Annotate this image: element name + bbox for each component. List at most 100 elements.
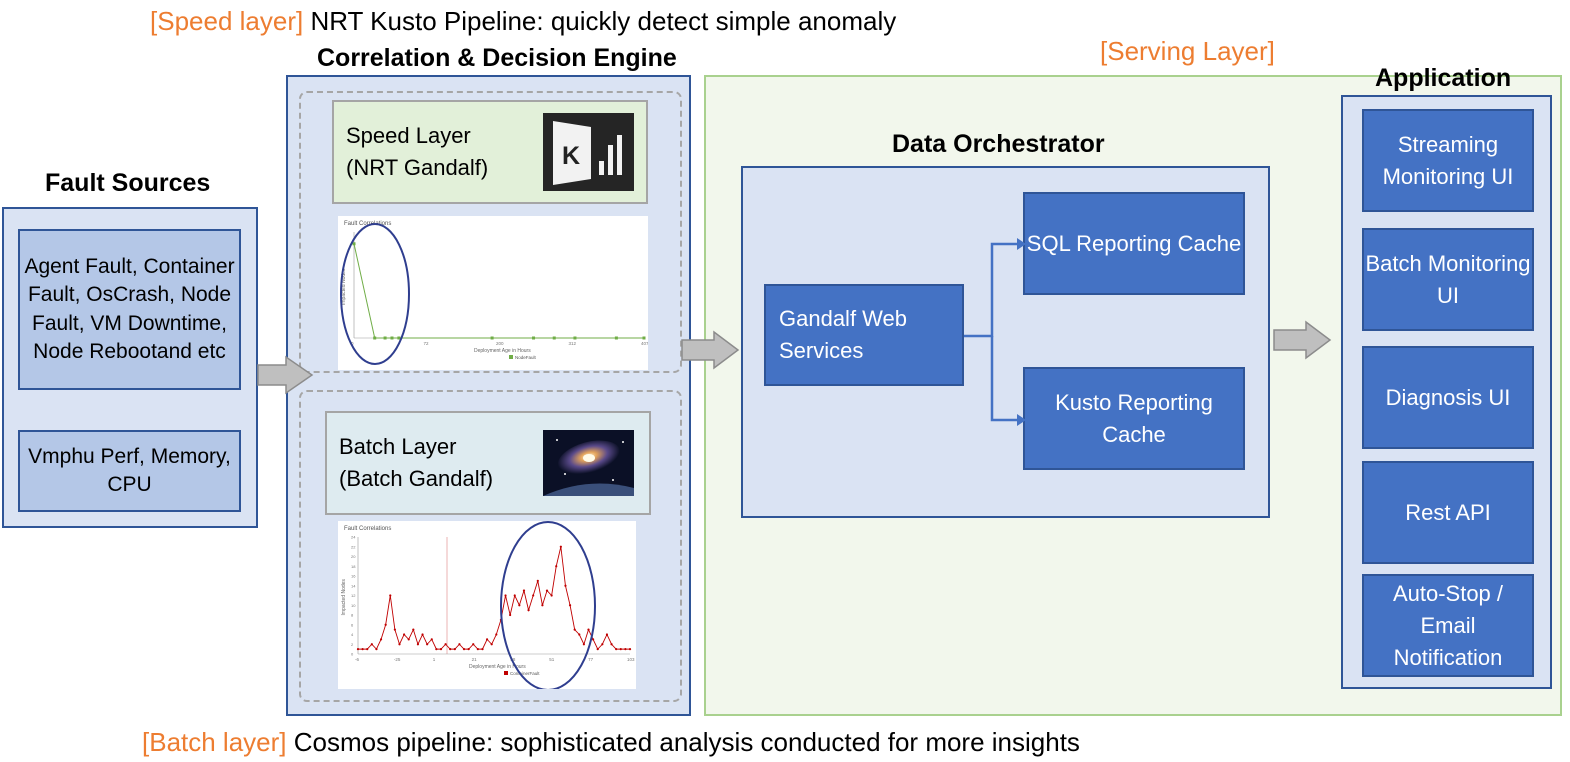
data-point [485,638,489,641]
data-point [472,643,475,646]
perf-metrics-box: Vmphu Perf, Memory, CPU [18,430,241,512]
batch-monitoring-ui-label: Batch Monitoring UI [1365,250,1531,308]
y-tick-label: 8 [351,613,354,618]
data-point [615,648,618,651]
x-tick-label: -25 [394,657,401,662]
data-point [397,336,401,340]
data-point [614,336,618,340]
arrow-engine-to-orchestrator [681,330,740,370]
arrow-orchestrator-to-application [1273,320,1332,360]
data-point [568,604,572,607]
batch-monitoring-ui[interactable]: Batch Monitoring UI [1362,228,1534,331]
kusto-reporting-cache: Kusto Reporting Cache [1023,367,1245,470]
data-point [532,594,535,597]
arrow-sources-to-engine [257,355,314,395]
speed-layer-tag: [Speed layer] [150,6,304,36]
gandalf-web-services: Gandalf Web Services [764,284,964,386]
fault-types-text: Agent Fault, Container Fault, OsCrash, N… [24,254,235,364]
data-point [375,648,378,651]
data-point [444,643,447,646]
data-point [518,604,521,607]
data-point [361,648,364,651]
data-point [481,648,484,651]
data-point [366,648,369,651]
data-point [430,638,433,641]
x-tick-label: 103 [627,657,635,662]
fault-sources-title: Fault Sources [45,169,211,197]
streaming-monitoring-ui[interactable]: Streaming Monitoring UI [1362,109,1534,212]
serving-layer-tag: [Serving Layer] [1100,36,1275,66]
highlight-ellipse [500,521,596,691]
speed-layer-subname: (NRT Gandalf) [346,155,489,180]
data-point [435,648,438,651]
y-tick-label: 0 [351,652,354,657]
batch-layer-tag: [Batch layer] [142,727,287,757]
streaming-monitoring-ui-label: Streaming Monitoring UI [1382,131,1514,189]
speed-layer-description: NRT Kusto Pipeline: quickly detect simpl… [310,6,897,36]
batch-layer-group [299,390,682,702]
data-point [421,633,424,636]
x-tick-label: 21 [472,657,478,662]
data-point [619,648,622,651]
data-point [393,628,396,631]
svg-text:K: K [562,142,580,170]
x-axis-label: Deployment Age in Hours [474,348,531,354]
auto-stop-email-notification[interactable]: Auto-Stop / Email Notification [1362,574,1534,677]
y-tick-label: 4 [351,632,354,637]
data-point [545,589,549,592]
data-point [564,584,567,587]
fault-types-box: Agent Fault, Container Fault, OsCrash, N… [18,229,241,390]
data-point [352,242,356,246]
data-point [453,648,456,651]
highlight-ellipse [340,223,410,365]
x-tick-label: 77 [588,657,594,662]
rest-api[interactable]: Rest API [1362,461,1534,564]
data-point [628,648,632,651]
data-point [356,648,360,651]
data-point [495,633,498,636]
data-point [624,648,627,651]
data-point [490,336,494,340]
data-point [522,589,526,592]
x-tick-label: 0 [351,341,354,346]
data-point [513,594,516,597]
legend-label: NodeFault [515,355,537,360]
data-point [439,648,443,651]
data-point [509,613,512,617]
data-point [426,643,429,646]
rest-api-label: Rest API [1405,499,1491,525]
data-point [596,648,599,651]
sql-reporting-cache-label: SQL Reporting Cache [1026,230,1242,256]
diagnosis-ui[interactable]: Diagnosis UI [1362,346,1534,449]
y-tick-label: 22 [351,544,356,549]
data-point [373,336,377,340]
data-point [449,648,452,651]
y-tick-label: 6 [351,622,354,627]
x-tick-label: 407 [641,341,648,346]
data-point [383,336,387,340]
auto-stop-email-notification-label: Auto-Stop / Email Notification [1392,580,1504,670]
batch-layer-subname: (Batch Gandalf) [339,466,494,491]
data-point [555,565,558,568]
y-tick-label: 18 [351,564,356,569]
series-line [353,243,644,339]
data-point [467,648,470,651]
x-tick-label: 312 [569,341,577,346]
data-point [407,638,410,641]
diagnosis-ui-label: Diagnosis UI [1385,384,1511,410]
kusto-reporting-cache-label: Kusto Reporting Cache [1055,389,1213,447]
batch-layer-description: Cosmos pipeline: sophisticated analysis … [293,727,1080,757]
data-point [379,638,383,641]
data-point [490,643,493,646]
batch-layer-caption: [Batch layer] Cosmos pipeline: sophistic… [142,727,1080,758]
speed-layer-name: Speed Layer [346,123,471,148]
y-tick-label: 16 [351,574,356,579]
data-point [412,628,415,631]
data-point [550,594,553,597]
data-point [416,643,420,646]
x-tick-label: -6 [355,657,359,662]
speed-layer-caption: [Speed layer] NRT Kusto Pipeline: quickl… [150,6,896,37]
